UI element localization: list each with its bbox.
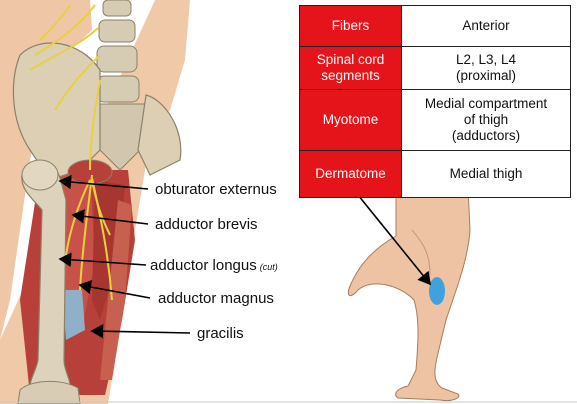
header-myotome: Myotome (299, 89, 402, 151)
label-adductor-longus: adductor longus(cut) (150, 257, 278, 274)
value-segments-line-1: L2, L3, L4 (455, 52, 517, 67)
thigh-anatomy-illustration (0, 0, 190, 404)
value-segments-line-2: (proximal) (455, 68, 516, 83)
value-fibers: Anterior (401, 5, 571, 47)
pointer-dermatome (357, 194, 432, 286)
header-dermatome: Dermatome (299, 150, 402, 198)
value-myotome-line-2: of thigh (463, 112, 509, 127)
obturator-nerve-branches (29, 4, 113, 301)
value-dermatome: Medial thigh (401, 150, 571, 198)
label-adductor-magnus: adductor magnus (158, 290, 274, 307)
pointer-obturator-externus (58, 174, 149, 190)
value-myotome-line-1: Medial compartment (424, 96, 548, 111)
table-row-fibers: Fibers Anterior (299, 5, 571, 47)
value-myotome-line-3: (adductors) (451, 128, 521, 143)
label-adductor-longus-note: (cut) (259, 262, 278, 272)
table-row-dermatome: Dermatome Medial thigh (299, 150, 571, 198)
dermatome-patch (429, 277, 445, 305)
pointer-gracilis (90, 324, 191, 339)
label-adductor-brevis: adductor brevis (155, 216, 258, 233)
label-obturator-externus: obturator externus (155, 181, 277, 198)
label-adductor-longus-text: adductor longus (150, 257, 257, 274)
header-fibers: Fibers (299, 5, 402, 47)
label-pointers (58, 174, 432, 339)
pointer-adductor-brevis (71, 209, 149, 225)
label-gracilis: gracilis (197, 325, 244, 342)
pointer-adductor-longus (58, 252, 147, 267)
header-spinal-cord-line-1: Spinal cord (316, 52, 385, 67)
header-spinal-cord-line-2: segments (321, 68, 380, 83)
value-spinal-cord-segments: L2, L3, L4(proximal) (401, 46, 571, 90)
pointer-adductor-magnus (78, 279, 151, 299)
leg-dermatome-illustration (347, 178, 471, 401)
